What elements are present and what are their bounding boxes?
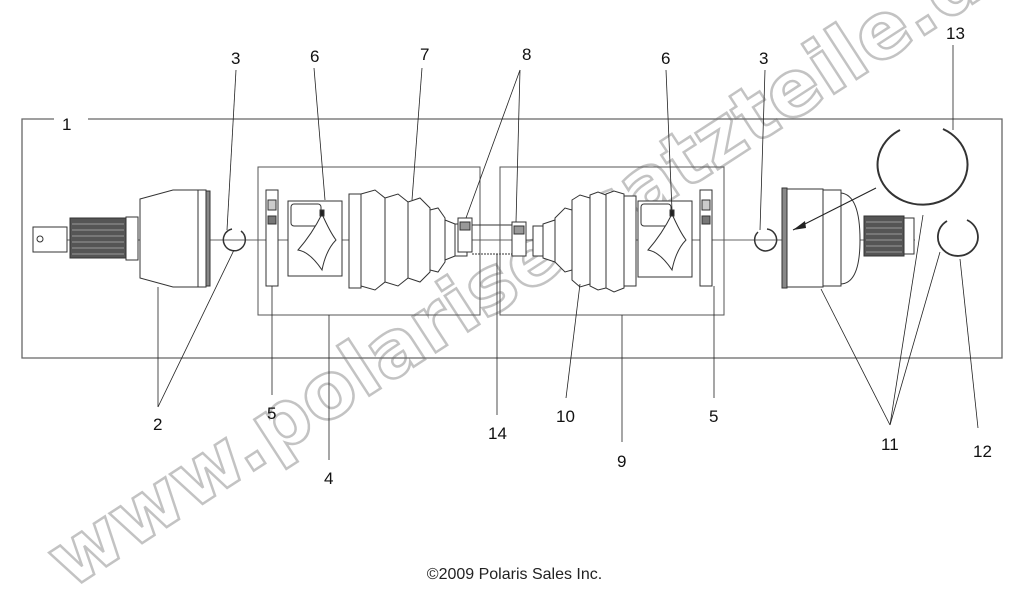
callout-5-left: 5 [267,404,276,423]
callout-1: 1 [62,115,71,134]
small-clamp-right [511,221,527,257]
callout-8: 8 [522,45,531,64]
callout-labels: 1 2 3 3 4 5 5 6 6 7 8 9 10 11 12 13 14 [62,24,992,488]
install-arrow [792,187,877,231]
callout-3-right: 3 [759,49,768,68]
callout-4: 4 [324,469,333,488]
circlip-left [222,228,247,252]
outer-cv-joint [32,189,211,288]
clamp-left [265,189,279,287]
grease-packet-left [287,200,343,277]
boot-kit-box-right [499,166,725,316]
assembly-outline [21,118,1003,359]
copyright-text: ©2009 Polaris Sales Inc. [426,566,603,583]
cv-boot-right [532,190,637,293]
watermark: www.polarisersatzteile.de [30,0,1029,607]
callout-14: 14 [488,424,507,443]
callout-3-left: 3 [231,49,240,68]
callout-7: 7 [420,45,429,64]
large-retaining-ring [876,128,969,206]
callout-6-left: 6 [310,47,319,66]
circlip-right [753,228,778,252]
cv-boot-left [348,189,468,291]
leader-lines [157,45,979,460]
grease-packet-right [637,200,693,278]
inner-cv-joint [781,187,915,289]
callout-2: 2 [153,415,162,434]
small-clamp-left [457,217,473,253]
svg-text:www.polarisersatzteile.de: www.polarisersatzteile.de [31,0,1029,606]
callout-13: 13 [946,24,965,43]
callout-6-right: 6 [661,49,670,68]
callout-11: 11 [881,435,899,454]
clamp-right [699,189,713,287]
callout-5-right: 5 [709,407,718,426]
small-retaining-ring [937,219,979,257]
callout-12: 12 [973,442,992,461]
callout-10: 10 [556,407,575,426]
boot-kit-box-left [257,166,481,316]
callout-9: 9 [617,452,626,471]
